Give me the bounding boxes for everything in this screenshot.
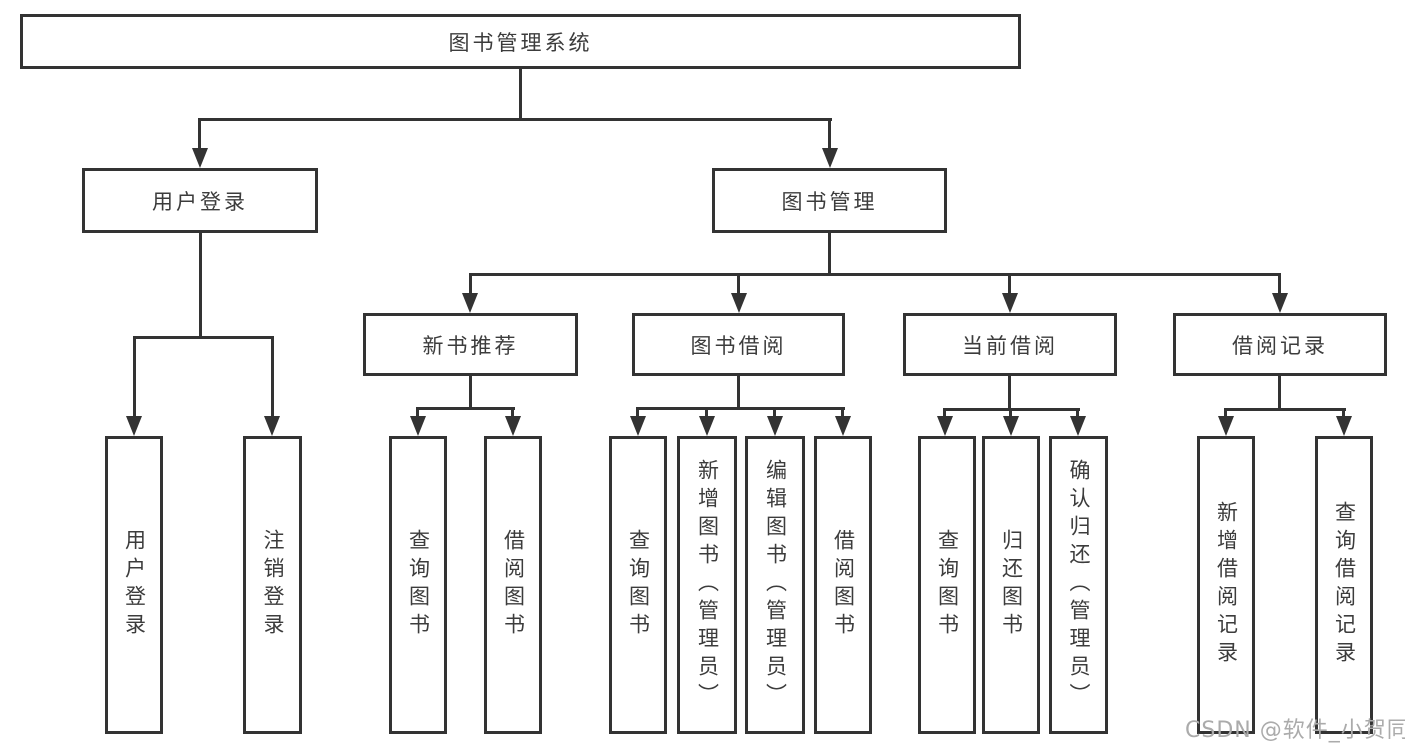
leaf-add-book-admin-label: 新增图书（管理员）: [695, 459, 720, 711]
arrowhead-leaf-borrow2-icon: [835, 416, 851, 436]
connector-borrow-records-drop: [1278, 273, 1281, 297]
connector-leaf-add-record-drop: [1224, 408, 1227, 418]
node-new-book-recommend-label: 新书推荐: [422, 333, 519, 358]
leaf-query-books-3-label: 查询图书: [935, 529, 960, 641]
connector-leaf-borrow1-drop: [511, 407, 514, 418]
arrowhead-book-borrow-icon: [731, 293, 747, 313]
arrowhead-leaf-query-record-icon: [1336, 416, 1352, 436]
connector-leaf-query2-drop: [636, 407, 639, 418]
node-root: 图书管理系统: [20, 14, 1021, 69]
node-book-borrowing: 图书借阅: [632, 313, 845, 376]
connector-user-login-stem: [199, 233, 202, 336]
arrowhead-user-login-icon: [192, 148, 208, 168]
connector-leaf-logout-drop: [271, 336, 274, 416]
leaf-query-books-3: 查询图书: [918, 436, 976, 734]
connector-book-management-drop: [828, 118, 831, 150]
leaf-return-books: 归还图书: [982, 436, 1040, 734]
arrowhead-leaf-confirm-return-icon: [1070, 416, 1086, 436]
connector-user-login-bar: [133, 336, 274, 339]
arrowhead-book-management-icon: [822, 148, 838, 168]
connector-leaf-return-drop: [1009, 408, 1012, 418]
leaf-return-books-label: 归还图书: [999, 529, 1024, 641]
node-book-borrowing-label: 图书借阅: [690, 333, 787, 358]
connector-leaf-query1-drop: [416, 407, 419, 418]
connector-leaf-add-book-drop: [705, 407, 708, 418]
leaf-borrow-books-2: 借阅图书: [814, 436, 872, 734]
leaf-borrow-books-1-label: 借阅图书: [501, 529, 526, 641]
node-borrowing-records-label: 借阅记录: [1232, 333, 1328, 358]
node-root-label: 图书管理系统: [448, 30, 593, 55]
leaf-query-books-1: 查询图书: [389, 436, 447, 734]
connector-root-bar: [198, 118, 832, 121]
node-user-login: 用户登录: [82, 168, 318, 233]
connector-current-borrow-drop: [1008, 273, 1011, 297]
arrowhead-leaf-logout-icon: [264, 416, 280, 436]
leaf-logout: 注销登录: [243, 436, 302, 734]
connector-leaf-borrow2-drop: [841, 407, 844, 418]
connector-new-book-stem: [469, 376, 472, 407]
watermark: CSDN @软件_小贺同学: [1185, 718, 1405, 743]
connector-new-book-drop: [469, 273, 472, 297]
arrowhead-leaf-edit-book-icon: [767, 416, 783, 436]
leaf-edit-book-admin-label: 编辑图书（管理员）: [763, 459, 788, 711]
connector-book-management-bar: [469, 273, 1281, 276]
arrowhead-leaf-borrow1-icon: [505, 416, 521, 436]
node-book-management: 图书管理: [712, 168, 947, 233]
leaf-add-book-admin: 新增图书（管理员）: [677, 436, 737, 734]
leaf-confirm-return-admin: 确认归还（管理员）: [1049, 436, 1108, 734]
connector-book-management-stem: [828, 233, 831, 273]
arrowhead-leaf-query1-icon: [410, 416, 426, 436]
connector-root-stem: [519, 69, 522, 118]
connector-leaf-query3-drop: [943, 408, 946, 418]
arrowhead-leaf-add-book-icon: [699, 416, 715, 436]
connector-borrow-records-stem: [1278, 376, 1281, 408]
leaf-logout-label: 注销登录: [261, 529, 285, 641]
leaf-query-books-2-label: 查询图书: [626, 529, 651, 641]
connector-leaf-confirm-return-drop: [1076, 408, 1079, 418]
node-book-management-label: 图书管理: [781, 189, 878, 214]
leaf-user-login-label: 用户登录: [122, 529, 147, 641]
node-borrowing-records: 借阅记录: [1173, 313, 1387, 376]
leaf-edit-book-admin: 编辑图书（管理员）: [745, 436, 805, 734]
arrowhead-current-borrow-icon: [1002, 293, 1018, 313]
leaf-query-books-2: 查询图书: [609, 436, 667, 734]
leaf-borrow-books-1: 借阅图书: [484, 436, 542, 734]
arrowhead-borrow-records-icon: [1272, 293, 1288, 313]
leaf-query-books-1-label: 查询图书: [406, 529, 431, 641]
arrowhead-leaf-add-record-icon: [1218, 416, 1234, 436]
connector-user-login-drop: [198, 118, 201, 150]
connector-book-borrow-bar: [636, 407, 845, 410]
arrowhead-leaf-query2-icon: [630, 416, 646, 436]
connector-current-borrow-stem: [1008, 376, 1011, 408]
arrowhead-leaf-user-login-icon: [126, 416, 142, 436]
node-user-login-label: 用户登录: [152, 189, 248, 214]
leaf-query-borrow-record: 查询借阅记录: [1315, 436, 1373, 734]
arrowhead-new-book-icon: [462, 293, 478, 313]
connector-book-borrow-drop: [737, 273, 740, 297]
leaf-borrow-books-2-label: 借阅图书: [831, 529, 856, 641]
leaf-confirm-return-admin-label: 确认归还（管理员）: [1067, 459, 1091, 711]
connector-leaf-edit-book-drop: [773, 407, 776, 418]
node-current-borrowing: 当前借阅: [903, 313, 1117, 376]
connector-new-book-bar: [416, 407, 515, 410]
leaf-query-borrow-record-label: 查询借阅记录: [1332, 501, 1357, 669]
connector-borrow-records-bar: [1224, 408, 1346, 411]
connector-leaf-user-login-drop: [133, 336, 136, 416]
arrowhead-leaf-query3-icon: [937, 416, 953, 436]
leaf-add-borrow-record: 新增借阅记录: [1197, 436, 1255, 734]
leaf-add-borrow-record-label: 新增借阅记录: [1214, 501, 1239, 669]
node-new-book-recommend: 新书推荐: [363, 313, 578, 376]
connector-book-borrow-stem: [737, 376, 740, 407]
leaf-user-login: 用户登录: [105, 436, 163, 734]
node-current-borrowing-label: 当前借阅: [962, 333, 1058, 358]
arrowhead-leaf-return-icon: [1003, 416, 1019, 436]
connector-leaf-query-record-drop: [1342, 408, 1345, 418]
